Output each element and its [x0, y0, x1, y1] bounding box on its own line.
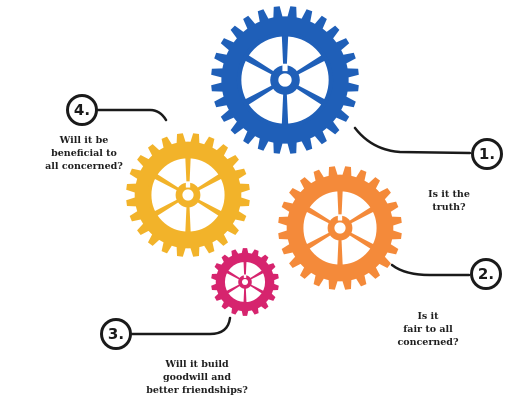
- magenta-gear-spoke: [226, 270, 242, 281]
- blue-gear-spoke: [281, 35, 289, 70]
- magenta-gear-hub-hole: [241, 278, 249, 286]
- orange-gear-spoke: [337, 190, 343, 220]
- orange-gear-rim: [299, 187, 381, 269]
- magenta-gear-spoke: [243, 286, 247, 303]
- orange-gear-hub-hole: [334, 222, 346, 234]
- magenta-gear-spoke: [226, 283, 242, 294]
- blue-gear-keyway: [282, 63, 288, 72]
- orange-gear-icon: [278, 166, 402, 290]
- blue-gear-spoke: [281, 90, 289, 125]
- yellow-gear-spoke: [185, 203, 191, 233]
- connector-step-2: [390, 263, 471, 277]
- yellow-gear-icon: [126, 133, 250, 257]
- connector-lines: [96, 108, 472, 336]
- blue-gear-hub-hole: [278, 73, 292, 87]
- magenta-gear-rim: [222, 259, 268, 305]
- yellow-gear-hub-hole: [182, 189, 194, 201]
- blue-gear-rim: [236, 31, 334, 129]
- magenta-gear-keyway: [243, 274, 247, 278]
- magenta-gear-spoke: [248, 270, 264, 281]
- yellow-gear-spoke: [154, 198, 182, 216]
- step-1-badge: 1.: [471, 138, 503, 170]
- yellow-gear-spoke: [185, 157, 191, 187]
- blue-gear-spoke: [245, 83, 277, 105]
- blue-gear-icon: [211, 6, 359, 154]
- connector-step-4: [96, 108, 168, 122]
- magenta-gear-spoke: [248, 283, 264, 294]
- blue-gear-spoke: [293, 83, 325, 105]
- yellow-gear-keyway: [185, 181, 191, 188]
- yellow-gear-spoke: [194, 198, 222, 216]
- step-4-question: Will it be beneficial to all concerned?: [45, 135, 123, 172]
- step-3-question: Will it build goodwill and better friend…: [146, 359, 248, 396]
- yellow-gear-spoke: [194, 174, 222, 192]
- step-3-badge: 3.: [100, 318, 132, 350]
- step-2-question: Is it fair to all concerned?: [397, 311, 459, 348]
- blue-gear-spoke: [293, 55, 325, 77]
- magenta-gear-spoke: [243, 261, 247, 278]
- orange-gear-spoke: [306, 207, 334, 225]
- connector-step-3: [130, 316, 232, 336]
- step-4-badge: 4.: [66, 94, 98, 126]
- orange-gear-spoke: [306, 231, 334, 249]
- yellow-gear-rim: [147, 154, 229, 236]
- step-2-badge: 2.: [470, 258, 502, 290]
- orange-gear-keyway: [337, 214, 343, 221]
- orange-gear-spoke: [346, 231, 374, 249]
- step-1-question: Is it the truth?: [428, 189, 470, 213]
- blue-gear-spoke: [245, 55, 277, 77]
- magenta-gear-icon: [211, 248, 279, 316]
- orange-gear-spoke: [337, 236, 343, 266]
- orange-gear-spoke: [346, 207, 374, 225]
- connector-step-1: [353, 126, 472, 155]
- yellow-gear-spoke: [154, 174, 182, 192]
